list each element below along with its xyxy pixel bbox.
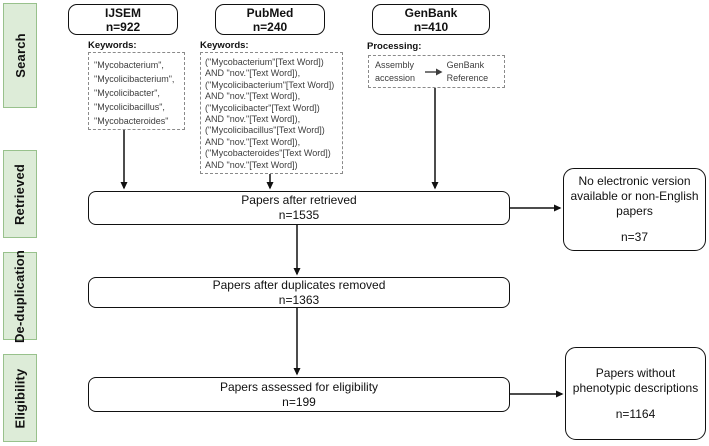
source-box-ijsem: IJSEM n=922 xyxy=(68,4,178,35)
flow-duplicates-title: Papers after duplicates removed xyxy=(212,277,386,292)
exclusion1-count: n=37 xyxy=(620,230,649,244)
genbank-processing-box: Assembly accession GenBank Reference xyxy=(368,55,505,88)
flow-retrieved-title: Papers after retrieved xyxy=(241,193,357,207)
stage-de-duplication: De-duplication xyxy=(3,249,37,343)
stage-search: Search xyxy=(3,3,37,108)
ijsem-keywords-label: Keywords: xyxy=(88,40,137,51)
exclusion2-text: Papers without phenotypic descriptions xyxy=(572,365,699,395)
arrow-right-icon xyxy=(424,68,443,75)
flow-duplicates-count: n=1363 xyxy=(278,292,320,307)
flow-box-retrieved: Papers after retrieved n=1535 xyxy=(88,191,510,225)
pubmed-keywords-label: Keywords: xyxy=(200,40,249,51)
ijsem-keywords-box: "Mycobacterium", "Mycolicibacterium", "M… xyxy=(88,52,185,130)
source-pubmed-name: PubMed xyxy=(246,5,294,20)
exclusion-box-no-phenotypic: Papers without phenotypic descriptions n… xyxy=(565,347,706,440)
flow-box-eligibility: Papers assessed for eligibility n=199 xyxy=(88,377,510,412)
source-genbank-name: GenBank xyxy=(404,5,458,20)
exclusion1-text: No electronic version available or non-E… xyxy=(570,174,699,218)
flow-eligibility-title: Papers assessed for eligibility xyxy=(219,379,379,394)
source-box-pubmed: PubMed n=240 xyxy=(215,4,325,35)
genbank-processing-label: Processing: xyxy=(367,41,422,52)
flow-box-duplicates-removed: Papers after duplicates removed n=1363 xyxy=(88,277,510,308)
source-genbank-count: n=410 xyxy=(413,19,449,34)
stage-retrieved-label: Retrieved xyxy=(12,163,28,225)
processing-from: Assembly accession xyxy=(375,59,416,83)
processing-to: GenBank Reference xyxy=(446,59,489,83)
source-ijsem-name: IJSEM xyxy=(104,5,141,20)
stage-eligibility: Eligibility xyxy=(3,354,37,442)
stage-retrieved: Retrieved xyxy=(3,150,37,238)
source-ijsem-count: n=922 xyxy=(105,19,141,34)
source-pubmed-count: n=240 xyxy=(252,19,288,34)
stage-eligibility-label: Eligibility xyxy=(12,368,28,428)
stage-search-label: Search xyxy=(12,33,28,78)
pubmed-keywords-box: ("Mycobacterium"[Text Word]) AND "nov."[… xyxy=(200,52,343,174)
source-box-genbank: GenBank n=410 xyxy=(372,4,490,35)
flow-retrieved-count: n=1535 xyxy=(278,208,320,222)
exclusion2-count: n=1164 xyxy=(615,406,656,421)
flow-eligibility-count: n=199 xyxy=(282,394,316,409)
stage-de-duplication-label: De-duplication xyxy=(12,249,28,343)
exclusion-box-no-electronic-version: No electronic version available or non-E… xyxy=(563,168,706,251)
